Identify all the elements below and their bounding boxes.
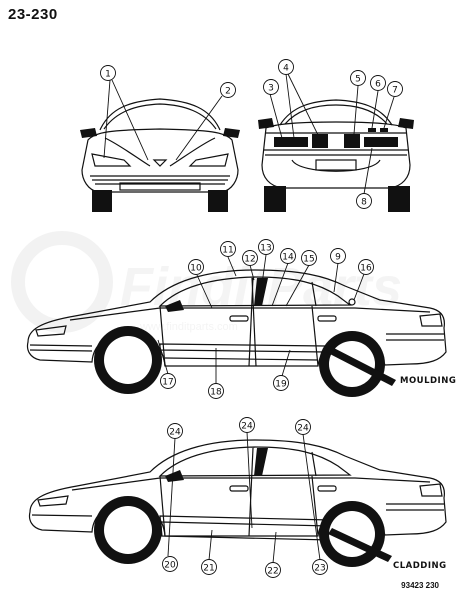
- callout-2: 2: [220, 82, 236, 98]
- svg-text:17: 17: [162, 378, 173, 388]
- callout-24-b: 24: [239, 417, 255, 433]
- callout-3: 3: [263, 79, 279, 95]
- front-view-car: [81, 98, 239, 193]
- svg-text:11: 11: [222, 246, 233, 256]
- svg-text:23: 23: [314, 564, 325, 574]
- rear-view-car: [261, 99, 411, 189]
- callout-group: 1 2 3 4 5 6 7 8 9 10 11 12 13 14 15 16 1…: [100, 59, 403, 578]
- callout-15: 15: [301, 250, 317, 266]
- svg-text:16: 16: [360, 264, 372, 274]
- svg-text:www.finditparts.com: www.finditparts.com: [139, 321, 238, 333]
- callout-20: 20: [162, 556, 178, 572]
- callout-9: 9: [330, 248, 346, 264]
- callout-21: 21: [201, 559, 217, 575]
- callout-24-c: 24: [295, 419, 311, 435]
- svg-text:3: 3: [268, 84, 274, 94]
- callout-8: 8: [356, 193, 372, 209]
- svg-text:7: 7: [392, 86, 398, 96]
- callout-1: 1: [100, 65, 116, 81]
- svg-text:22: 22: [267, 567, 278, 577]
- callout-12: 12: [242, 250, 258, 266]
- svg-text:2: 2: [225, 87, 231, 97]
- rear-view-details: [258, 118, 414, 212]
- svg-text:18: 18: [210, 388, 222, 398]
- callout-10: 10: [188, 259, 204, 275]
- callout-17: 17: [160, 373, 176, 389]
- svg-text:6: 6: [375, 80, 381, 90]
- svg-text:15: 15: [303, 255, 314, 265]
- svg-text:24: 24: [297, 424, 309, 434]
- svg-text:20: 20: [164, 561, 176, 571]
- svg-text:10: 10: [190, 264, 202, 274]
- callout-13: 13: [258, 239, 274, 255]
- svg-text:9: 9: [335, 253, 341, 263]
- callout-6: 6: [370, 75, 386, 91]
- callout-18: 18: [208, 383, 224, 399]
- front-view-details: [80, 128, 240, 212]
- svg-text:8: 8: [361, 198, 367, 208]
- side-view-moulding-solid: [94, 278, 396, 397]
- svg-text:5: 5: [355, 75, 361, 85]
- svg-text:12: 12: [244, 255, 255, 265]
- callout-23: 23: [312, 559, 328, 575]
- callout-leaders: [103, 73, 395, 564]
- callout-11: 11: [220, 241, 236, 257]
- svg-text:13: 13: [260, 244, 271, 254]
- svg-text:4: 4: [283, 64, 289, 74]
- cladding-label: CLADDING: [393, 561, 447, 571]
- svg-text:24: 24: [169, 428, 181, 438]
- callout-4: 4: [278, 59, 294, 75]
- callout-24-a: 24: [167, 423, 183, 439]
- moulding-label: MOULDING: [400, 376, 456, 386]
- figure-code: 93423 230: [401, 581, 439, 590]
- svg-text:21: 21: [203, 564, 214, 574]
- page-number: 23-230: [8, 6, 58, 23]
- side-view-moulding-car: [26, 269, 447, 367]
- svg-text:19: 19: [275, 380, 287, 390]
- svg-text:24: 24: [241, 422, 253, 432]
- callout-14: 14: [280, 248, 296, 264]
- callout-19: 19: [273, 375, 289, 391]
- svg-text:14: 14: [282, 253, 294, 263]
- svg-text:1: 1: [105, 70, 111, 80]
- callout-16: 16: [358, 259, 374, 275]
- callout-5: 5: [350, 70, 366, 86]
- callout-7: 7: [387, 81, 403, 97]
- side-view-cladding-solid: [94, 448, 392, 567]
- callout-22: 22: [265, 562, 281, 578]
